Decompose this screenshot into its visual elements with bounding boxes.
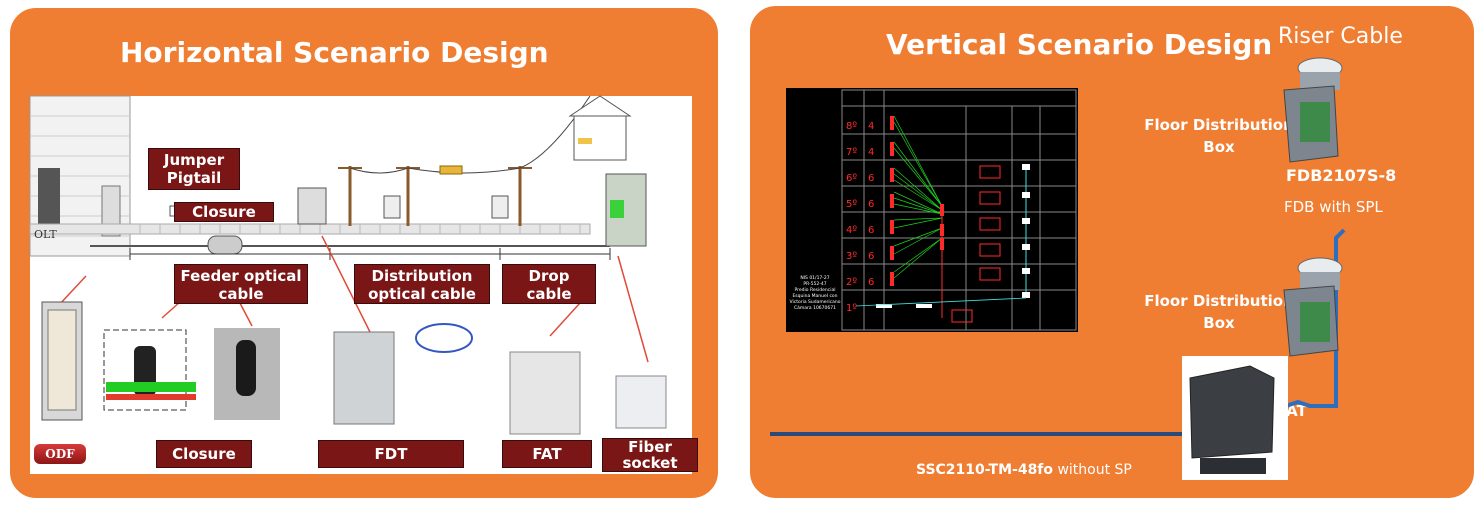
horizontal-diagram-area: OLT Jumper Pigtail Closure Feeder optica… <box>29 95 698 474</box>
closure-wall-illustration <box>103 329 196 411</box>
floor-7: 7º <box>846 147 858 158</box>
jumper-pigtail-label: Jumper Pigtail <box>148 148 240 190</box>
drop-cable-label: Drop cable <box>502 264 596 304</box>
ssc-label: SSC2110-TM-48fo without SP <box>916 462 1132 478</box>
cad-drawing-note: NIS 01/17-27 PR-552-47 Predio Residencia… <box>789 276 841 311</box>
fiber-socket-photo <box>615 375 667 429</box>
floor-3: 3º <box>846 251 858 262</box>
riser-cable-label: Riser Cable <box>1278 24 1403 49</box>
closure-top-label: Closure <box>174 202 274 222</box>
fiber-count-8: 4 <box>868 121 875 132</box>
olt-label: OLT <box>34 228 57 241</box>
feeder-cable-label: Feeder optical cable <box>174 264 308 304</box>
fdb-top-device <box>1283 57 1343 163</box>
fdb-with-spl-label: FDB with SPL <box>1284 198 1383 216</box>
underground-closure <box>207 235 243 255</box>
floor-distribution-box-label-1: Floor Distribution Box <box>1144 116 1294 156</box>
fiber-count-6: 6 <box>868 173 875 184</box>
fiber-count-2: 6 <box>868 277 875 288</box>
fdb-bottom-device <box>1283 257 1343 357</box>
vertical-title: Vertical Scenario Design <box>886 28 1273 61</box>
vertical-equipment-svg <box>770 57 1346 480</box>
jumper-text: Jumper <box>163 151 225 169</box>
fdt-label: FDT <box>318 440 464 468</box>
ssc-terminal-box <box>1182 356 1288 480</box>
fat-label: FAT <box>502 440 592 468</box>
fiber-count-5: 6 <box>868 199 875 210</box>
fiber-count-labels: 4 4 6 6 6 6 6 <box>868 114 882 296</box>
closure-bottom-label: Closure <box>156 440 252 468</box>
fat-photo <box>509 351 581 435</box>
ssc-suffix: without SP <box>1053 462 1132 478</box>
fiber-count-7: 4 <box>868 147 875 158</box>
floor-labels: 8º 7º 6º 5º 4º 3º 2º 1º <box>846 114 862 322</box>
horizontal-scenario-panel: Horizontal Scenario Design <box>8 6 720 500</box>
ssc-model: SSC2110-TM-48fo <box>916 462 1054 478</box>
olt-rack <box>38 168 60 226</box>
fdb-model-label: FDB2107S-8 <box>1286 166 1397 185</box>
floor-2: 2º <box>846 277 858 288</box>
vertical-scenario-panel: Vertical Scenario Design Riser Cable <box>748 4 1476 500</box>
floor-1: 1º <box>846 303 858 314</box>
floor-4: 4º <box>846 225 858 236</box>
fiber-count-3: 6 <box>868 251 875 262</box>
fdt-cabinet-illustration <box>297 187 327 225</box>
cad-riser-drawing: 8º 7º 6º 5º 4º 3º 2º 1º 4 4 6 6 6 6 6 NI… <box>786 88 1078 332</box>
horizontal-title: Horizontal Scenario Design <box>120 36 549 69</box>
odf-label: ODF <box>34 444 86 464</box>
floor-6: 6º <box>846 173 858 184</box>
fiber-count-4: 6 <box>868 225 875 236</box>
floor-5: 5º <box>846 199 858 210</box>
distribution-cable-label: Distribution optical cable <box>354 264 490 304</box>
floor-distribution-box-label-2: Floor Distribution Box <box>1144 292 1294 332</box>
cad-drawing-svg <box>841 89 1077 331</box>
pigtail-text: Pigtail <box>166 169 222 187</box>
fiber-socket-label: Fiber socket <box>602 438 698 472</box>
floor-8: 8º <box>846 121 858 132</box>
fdt-photo <box>333 331 395 425</box>
